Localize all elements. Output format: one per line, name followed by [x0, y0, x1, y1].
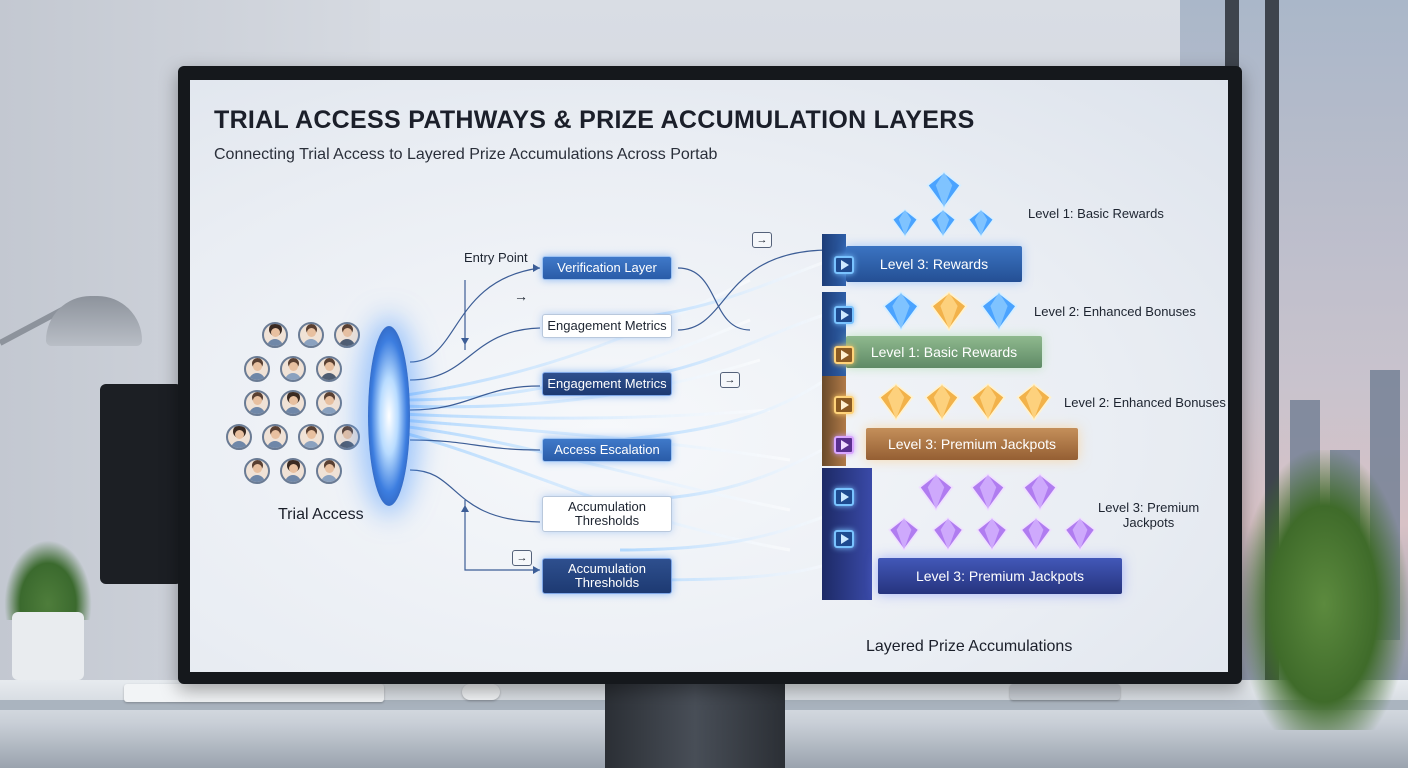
blue-gem-icon [880, 290, 922, 332]
participant-avatar [298, 322, 324, 348]
side-label-level-3: Level 3: Premium Jackpots [1098, 500, 1199, 530]
connector-arrowheads [461, 264, 540, 574]
blue-gem-icon [924, 170, 964, 210]
node-accumulation-thresholds: Accumulation Thresholds [542, 496, 672, 532]
node-label: Accumulation [567, 499, 647, 514]
flow-lines [399, 249, 841, 582]
violet-gem-icon [968, 472, 1008, 512]
tier-level-3-premium-jackpots-2: Level 3: Premium Jackpots [878, 558, 1122, 594]
play-icon [834, 488, 854, 506]
node-label: Access Escalation [554, 442, 660, 457]
blue-gem-icon [890, 208, 920, 238]
portal-gateway [368, 326, 410, 506]
play-icon [834, 396, 854, 414]
plant-left [4, 540, 92, 620]
arrow-icon: → [752, 232, 772, 248]
participant-avatar [334, 424, 360, 450]
tier-label: Level 3: Rewards [879, 256, 989, 272]
participant-avatar [244, 356, 270, 382]
mouse [462, 684, 500, 700]
gold-gem-icon [968, 382, 1008, 422]
side-label-line: Level 3: Premium [1098, 500, 1200, 515]
side-label-level-1: Level 1: Basic Rewards [1028, 206, 1164, 221]
participant-avatar [262, 424, 288, 450]
play-icon [834, 306, 854, 324]
node-label: Thresholds [574, 575, 640, 590]
violet-gem-icon [1062, 516, 1098, 552]
desk-device [1010, 684, 1120, 700]
node-label: Accumulation [567, 561, 647, 576]
background-computer [100, 384, 182, 584]
play-icon [834, 436, 854, 454]
plant-pot-left [12, 612, 84, 680]
node-label: Engagement Metrics [547, 318, 667, 333]
trial-access-label: Trial Access [278, 506, 364, 523]
node-access-escalation: Access Escalation [542, 438, 672, 462]
side-label-line: Jackpots [1122, 515, 1175, 530]
tier-label: Level 3: Premium Jackpots [915, 568, 1085, 584]
diagram-title: TRIAL ACCESS PATHWAYS & PRIZE ACCUMULATI… [214, 106, 975, 134]
connector-lines [409, 249, 831, 571]
keyboard [124, 684, 384, 702]
tier-label: Level 1: Basic Rewards [870, 344, 1018, 360]
participant-avatar [316, 356, 342, 382]
arrow-icon: → [512, 550, 532, 566]
tier-level-1-basic-rewards: Level 1: Basic Rewards [846, 336, 1042, 368]
blue-gem-icon [928, 208, 958, 238]
violet-gem-icon [1018, 516, 1054, 552]
participant-avatar [280, 458, 306, 484]
layered-prize-label: Layered Prize Accumulations [866, 638, 1073, 655]
blue-gem-icon [966, 208, 996, 238]
node-accumulation-thresholds-2: Accumulation Thresholds [542, 558, 672, 594]
tier-level-3-rewards: Level 3: Rewards [846, 246, 1022, 282]
participant-avatar [280, 390, 306, 416]
violet-gem-icon [974, 516, 1010, 552]
tier-label: Level 3: Premium Jackpots [887, 436, 1057, 452]
node-label: Thresholds [574, 513, 640, 528]
side-label-level-2-b: Level 2: Enhanced Bonuses [1064, 395, 1226, 410]
monitor-stand [605, 682, 785, 768]
gold-gem-icon [1014, 382, 1054, 422]
plant-right [1240, 450, 1408, 730]
node-label: Engagement Metrics [547, 376, 667, 391]
node-label: Verification Layer [557, 260, 657, 275]
participant-avatar [316, 390, 342, 416]
monitor: TRIAL ACCESS PATHWAYS & PRIZE ACCUMULATI… [178, 66, 1242, 684]
tier-level-3-premium-jackpots: Level 3: Premium Jackpots [866, 428, 1078, 460]
diagram-subtitle: Connecting Trial Access to Layered Prize… [214, 146, 718, 163]
participant-avatar [244, 390, 270, 416]
violet-gem-icon [886, 516, 922, 552]
play-icon [834, 346, 854, 364]
play-icon [834, 530, 854, 548]
blue-gem-icon [978, 290, 1020, 332]
participant-avatar [262, 322, 288, 348]
gold-gem-icon [928, 290, 970, 332]
participant-avatar [298, 424, 324, 450]
participant-avatar [280, 356, 306, 382]
light-beams [399, 258, 841, 582]
violet-gem-icon [1020, 472, 1060, 512]
participant-avatar [334, 322, 360, 348]
violet-gem-icon [916, 472, 956, 512]
violet-gem-icon [930, 516, 966, 552]
diagram-screen: TRIAL ACCESS PATHWAYS & PRIZE ACCUMULATI… [190, 80, 1228, 672]
node-engagement-metrics: Engagement Metrics [542, 314, 672, 338]
arrow-icon: → [720, 372, 740, 388]
entry-point-label: Entry Point [464, 250, 528, 265]
node-engagement-metrics-2: Engagement Metrics [542, 372, 672, 396]
participant-avatar [226, 424, 252, 450]
participant-avatar [316, 458, 342, 484]
gold-gem-icon [922, 382, 962, 422]
play-icon [834, 256, 854, 274]
side-label-level-2: Level 2: Enhanced Bonuses [1034, 304, 1196, 319]
node-verification-layer: Verification Layer [542, 256, 672, 280]
arrow-icon: → [514, 288, 528, 304]
gold-gem-icon [876, 382, 916, 422]
participant-avatar [244, 458, 270, 484]
